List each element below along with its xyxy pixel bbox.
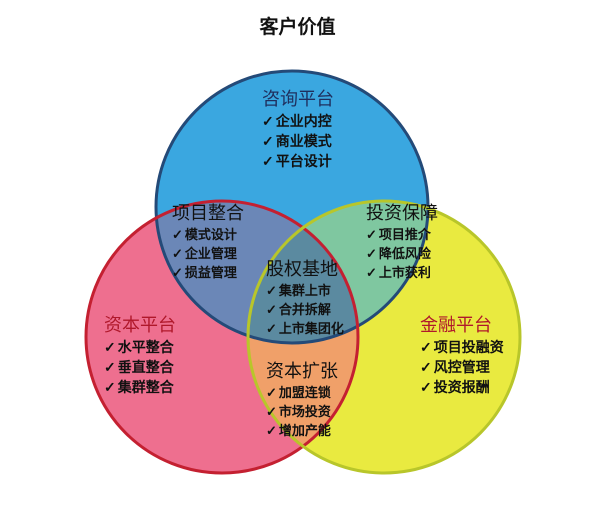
group-expand: 资本扩张 ✓加盟连锁 ✓市场投资 ✓增加产能 — [266, 360, 338, 441]
group-heading: 项目整合 — [172, 203, 244, 224]
group-integrate: 项目整合 ✓模式设计 ✓企业管理 ✓损益管理 — [172, 202, 244, 283]
list-item: ✓项目推介 — [366, 228, 431, 243]
group-equity: 股权基地 ✓集群上市 ✓合并拆解 ✓上市集团化 — [266, 258, 344, 339]
check-icon: ✓ — [420, 360, 432, 376]
check-icon: ✓ — [266, 386, 277, 401]
check-icon: ✓ — [172, 247, 183, 262]
check-icon: ✓ — [266, 303, 277, 318]
group-heading: 咨询平台 — [262, 89, 334, 110]
list-item: ✓风控管理 — [420, 360, 490, 376]
list-item: ✓加盟连锁 — [266, 386, 331, 401]
group-invest: 投资保障 ✓项目推介 ✓降低风险 ✓上市获利 — [366, 202, 438, 283]
list-item: ✓水平整合 — [104, 340, 174, 356]
check-icon: ✓ — [366, 266, 377, 281]
check-icon: ✓ — [104, 360, 116, 376]
group-capital-platform: 资本平台 ✓水平整合 ✓垂直整合 ✓集群整合 — [104, 314, 176, 398]
check-icon: ✓ — [420, 340, 432, 356]
group-finance: 金融平台 ✓项目投融资 ✓风控管理 ✓投资报酬 — [420, 314, 504, 398]
group-heading: 股权基地 — [266, 259, 338, 280]
check-icon: ✓ — [266, 424, 277, 439]
check-icon: ✓ — [266, 322, 277, 337]
list-item: ✓平台设计 — [262, 154, 332, 170]
list-item: ✓企业内控 — [262, 114, 332, 130]
check-icon: ✓ — [266, 405, 277, 420]
list-item: ✓降低风险 — [366, 247, 431, 262]
group-heading: 投资保障 — [366, 203, 438, 224]
check-icon: ✓ — [420, 380, 432, 396]
check-icon: ✓ — [262, 114, 274, 130]
group-heading: 资本扩张 — [266, 361, 338, 382]
list-item: ✓项目投融资 — [420, 340, 504, 356]
check-icon: ✓ — [366, 247, 377, 262]
check-icon: ✓ — [172, 228, 183, 243]
list-item: ✓企业管理 — [172, 247, 237, 262]
diagram-title: 客户价值 — [259, 16, 336, 38]
check-icon: ✓ — [262, 134, 274, 150]
list-item: ✓商业模式 — [262, 134, 332, 150]
list-item: ✓集群整合 — [104, 380, 174, 396]
list-item: ✓合并拆解 — [266, 303, 331, 318]
check-icon: ✓ — [104, 340, 116, 356]
group-heading: 资本平台 — [104, 315, 176, 336]
check-icon: ✓ — [366, 228, 377, 243]
list-item: ✓损益管理 — [172, 266, 237, 281]
list-item: ✓上市获利 — [366, 266, 431, 281]
list-item: ✓增加产能 — [266, 424, 331, 439]
list-item: ✓市场投资 — [266, 405, 331, 420]
list-item: ✓集群上市 — [266, 284, 331, 299]
list-item: ✓模式设计 — [172, 228, 237, 243]
list-item: ✓上市集团化 — [266, 322, 344, 337]
check-icon: ✓ — [104, 380, 116, 396]
list-item: ✓垂直整合 — [104, 360, 174, 376]
outline-left — [84, 199, 360, 475]
overlap-center — [248, 201, 358, 343]
check-icon: ✓ — [266, 284, 277, 299]
check-icon: ✓ — [172, 266, 183, 281]
group-consult: 咨询平台 ✓企业内控 ✓商业模式 ✓平台设计 — [262, 88, 334, 172]
check-icon: ✓ — [262, 154, 274, 170]
outline-right — [246, 199, 522, 475]
list-item: ✓投资报酬 — [420, 380, 490, 396]
group-heading: 金融平台 — [420, 315, 492, 336]
